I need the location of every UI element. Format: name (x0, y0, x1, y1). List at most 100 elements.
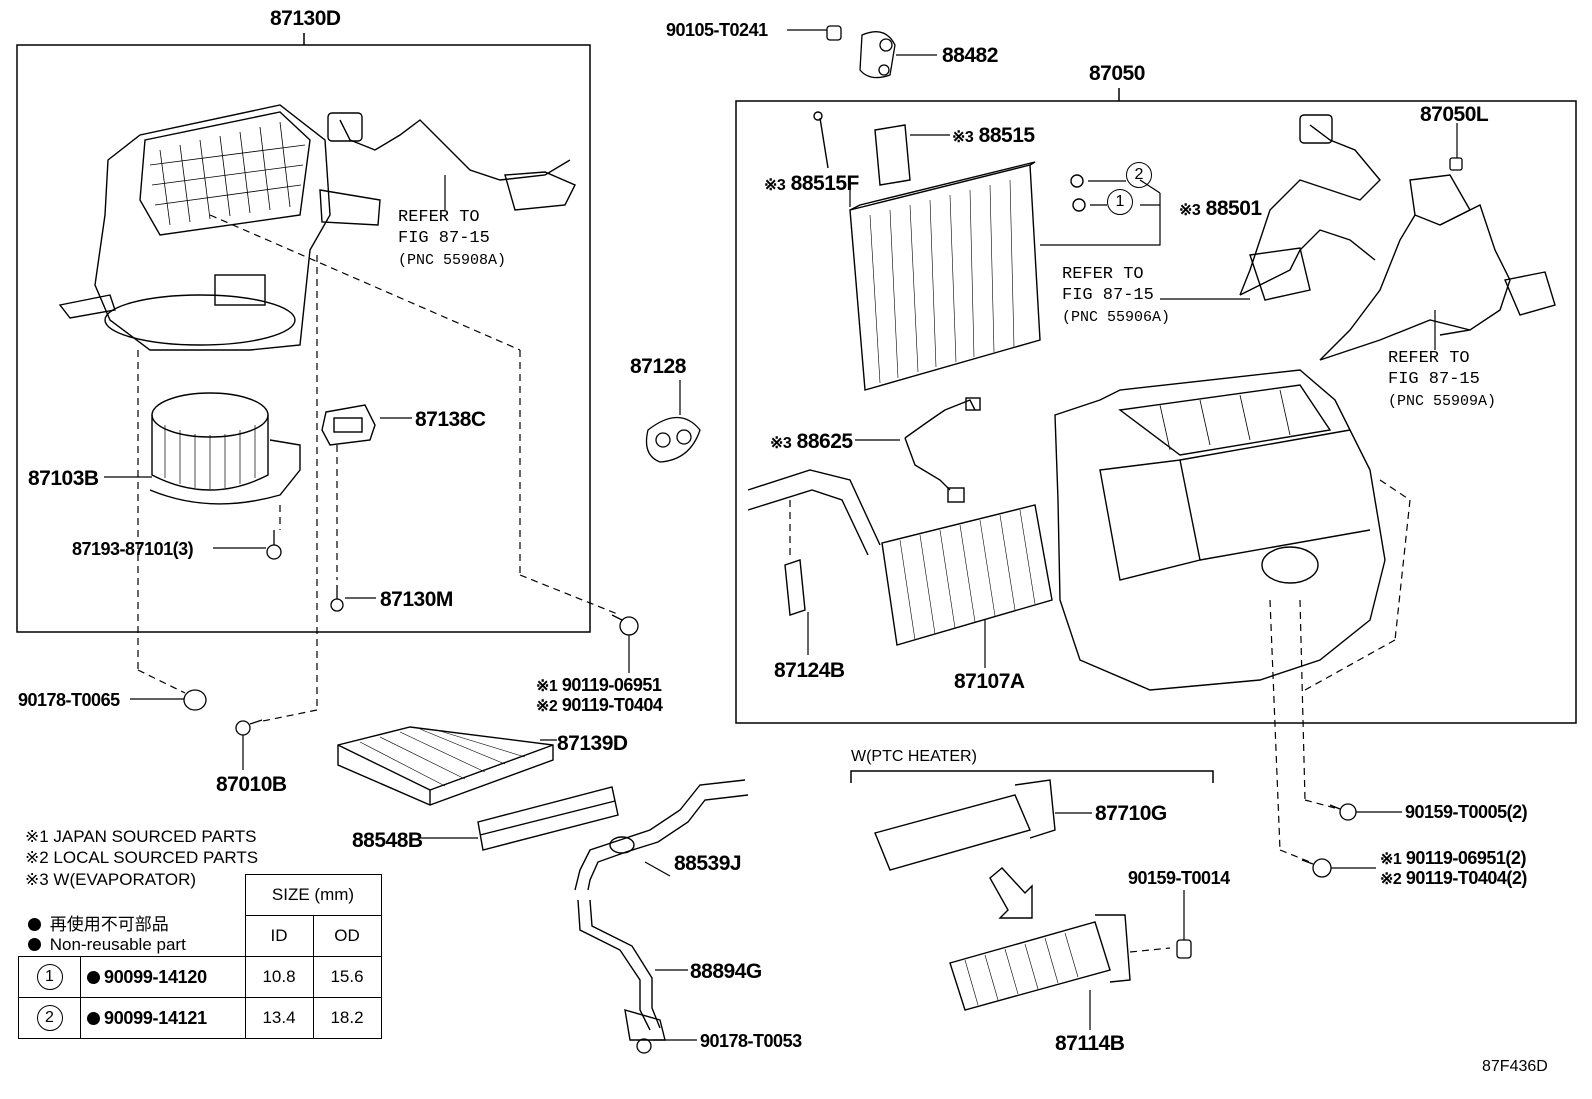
part-88515: 88515 (978, 124, 1035, 147)
label-87139D: 87139D (557, 732, 628, 755)
resistor-drawing (321, 404, 376, 446)
blower-case-drawing (58, 104, 576, 351)
label-88482: 88482 (942, 44, 998, 67)
mark-3: ※3 (770, 435, 792, 452)
label-88515F: ※3 88515F (764, 173, 859, 194)
label-87010B: 87010B (216, 773, 287, 796)
screw-90119 (619, 616, 639, 636)
part-90099-14121: 90099-14121 (104, 1007, 207, 1028)
blower-motor-drawing (149, 392, 301, 505)
label-90119-06951: ※1 90119-06951 (536, 675, 662, 695)
label-87114B: 87114B (1055, 1032, 1125, 1055)
bullet-icon (28, 918, 41, 931)
part-90119-06951: 90119-06951 (561, 675, 662, 695)
label-88539J: 88539J (674, 852, 742, 875)
label-87103B: 87103B (28, 467, 99, 490)
mark-3: ※3 (952, 129, 974, 146)
screw-87130M (330, 598, 344, 612)
figure-code: 87F436D (1482, 1058, 1548, 1075)
screw-87050L (1449, 157, 1463, 171)
heater-core-drawing (747, 397, 1053, 646)
arrow-down (989, 867, 1033, 919)
row1-id: 10.8 (244, 956, 314, 998)
label-88625: ※3 88625 (770, 431, 853, 452)
row2-od: 18.2 (312, 997, 382, 1039)
mark-2: ※2 (1380, 871, 1402, 888)
part-88515F: 88515F (790, 172, 860, 195)
bolt-90159-T0005 (1339, 803, 1357, 821)
clip-90178-T0053 (636, 1038, 652, 1054)
label-87050: 87050 (1089, 62, 1145, 85)
label-87193-87101: 87193-87101(3) (72, 539, 194, 559)
bullet-icon (28, 938, 41, 951)
table-row: 1 90099-14120 10.8 15.6 (18, 956, 382, 998)
label-88501: ※3 88501 (1179, 198, 1262, 219)
filter-drawing (337, 726, 619, 851)
label-87138C: 87138C (415, 408, 486, 431)
label-90178-T0065: 90178-T0065 (18, 690, 120, 710)
note-local-sourced: ※2 LOCAL SOURCED PARTS (25, 848, 259, 867)
part-90119-T0404-2: 90119-T0404(2) (1405, 868, 1528, 888)
mark-1: ※1 (1380, 851, 1402, 868)
nonreuse-text: Non-reusable part (49, 935, 186, 954)
part-88625: 88625 (796, 430, 853, 453)
label-87050L: 87050L (1420, 103, 1489, 126)
bullet-icon (87, 970, 100, 984)
circle-mark-2: 2 (36, 1005, 63, 1031)
size-header: SIZE (mm) (244, 874, 382, 916)
screw-87193 (266, 544, 282, 560)
table-row: 2 90099-14121 13.4 18.2 (18, 997, 382, 1039)
clip-90178-T0065 (183, 689, 207, 711)
bolt-90105 (826, 25, 842, 41)
bolt-90119-2 (1312, 858, 1332, 878)
part-88501: 88501 (1205, 197, 1262, 220)
label-90105-T0241: 90105-T0241 (666, 20, 768, 40)
size-table: SIZE (mm) ID OD 1 90099-14120 10.8 15.6 … (18, 874, 382, 1039)
label-87130M: 87130M (380, 588, 453, 611)
row2-id: 13.4 (244, 997, 314, 1039)
valve-88482 (859, 31, 896, 79)
label-88548B: 88548B (352, 829, 423, 852)
note-nonreusable: Non-reusable part (28, 935, 186, 955)
col-od: OD (312, 915, 382, 957)
label-90178-T0053: 90178-T0053 (700, 1031, 802, 1051)
circle-mark-1: 1 (36, 964, 63, 990)
note-jp-nonreusable: 再使用不可部品 (28, 910, 169, 935)
note-japan-sourced: ※1 JAPAN SOURCED PARTS (25, 827, 257, 846)
part-90119-06951-2: 90119-06951(2) (1405, 848, 1527, 868)
label-90119-06951-2: ※1 90119-06951(2) (1380, 849, 1526, 868)
label-90119-T0404-2: ※2 90119-T0404(2) (1380, 869, 1527, 888)
mark-1: ※1 (536, 678, 558, 695)
label-88894G: 88894G (690, 960, 762, 983)
note-evaporator: ※3 W(EVAPORATOR) (25, 870, 197, 889)
jp-text: 再使用不可部品 (49, 915, 169, 934)
ptc-heater-drawing (874, 779, 1131, 1011)
label-87130D: 87130D (270, 7, 341, 30)
mark-2: ※2 (536, 698, 558, 715)
part-90099-14120: 90099-14120 (104, 966, 207, 987)
mark-3: ※3 (1179, 202, 1201, 219)
part-90119-T0404: 90119-T0404 (561, 695, 663, 715)
label-87128: 87128 (630, 355, 686, 378)
label-90119-T0404: ※2 90119-T0404 (536, 695, 663, 715)
col-id: ID (244, 915, 314, 957)
label-90159-T0005: 90159-T0005(2) (1405, 802, 1528, 822)
label-88515: ※3 88515 (952, 125, 1035, 146)
ptc-heater-header: W(PTC HEATER) (851, 748, 977, 765)
label-87107A: 87107A (954, 670, 1025, 693)
bolt-87010B (235, 720, 251, 736)
row1-od: 15.6 (312, 956, 382, 998)
bolt-90159-T0014 (1176, 939, 1192, 959)
ptc-heater-bracket (850, 770, 1214, 783)
circle-mark-2: 2 (1126, 162, 1152, 188)
evaporator-drawing (813, 111, 1086, 391)
mark-3: ※3 (764, 177, 786, 194)
label-87124B: 87124B (774, 659, 845, 682)
bullet-icon (87, 1011, 100, 1025)
label-87710G: 87710G (1095, 802, 1167, 825)
heater-unit-drawing (1054, 114, 1556, 691)
